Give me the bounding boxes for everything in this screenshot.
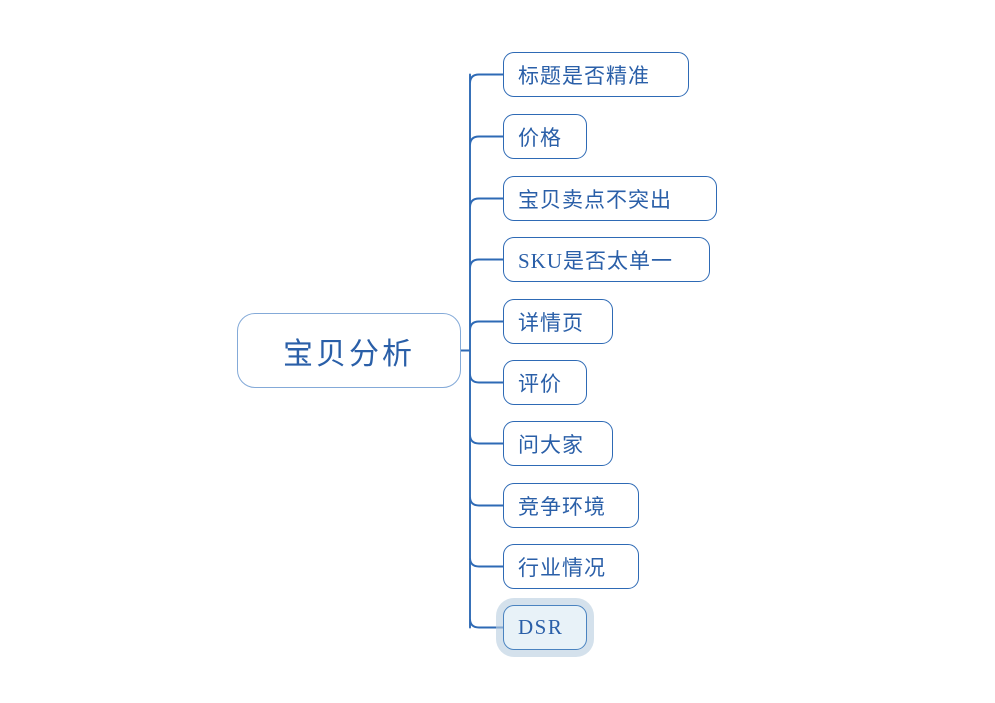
child-node[interactable]: 行业情况 [503,544,639,589]
child-node-label: 问大家 [518,432,584,457]
child-node-selected[interactable]: DSR [503,605,587,650]
child-node-label: 详情页 [518,310,584,335]
child-node[interactable]: 竞争环境 [503,483,639,528]
root-node[interactable]: 宝贝分析 [237,313,461,388]
child-node[interactable]: 宝贝卖点不突出 [503,176,717,221]
child-node-label: 价格 [518,125,562,150]
child-node[interactable]: 详情页 [503,299,613,344]
child-node-label: 竞争环境 [518,494,606,519]
root-node-label: 宝贝分析 [283,337,415,371]
child-node-label: 行业情况 [518,555,606,580]
child-node-label: 标题是否精准 [518,63,650,88]
child-node[interactable]: 评价 [503,360,587,405]
child-node-label: SKU是否太单一 [518,248,674,273]
child-node[interactable]: SKU是否太单一 [503,237,710,282]
child-node[interactable]: 标题是否精准 [503,52,689,97]
child-node-label: 评价 [518,371,562,396]
child-node[interactable]: 价格 [503,114,587,159]
child-node-label: DSR [518,615,564,639]
child-node-label: 宝贝卖点不突出 [518,187,672,212]
child-node[interactable]: 问大家 [503,421,613,466]
